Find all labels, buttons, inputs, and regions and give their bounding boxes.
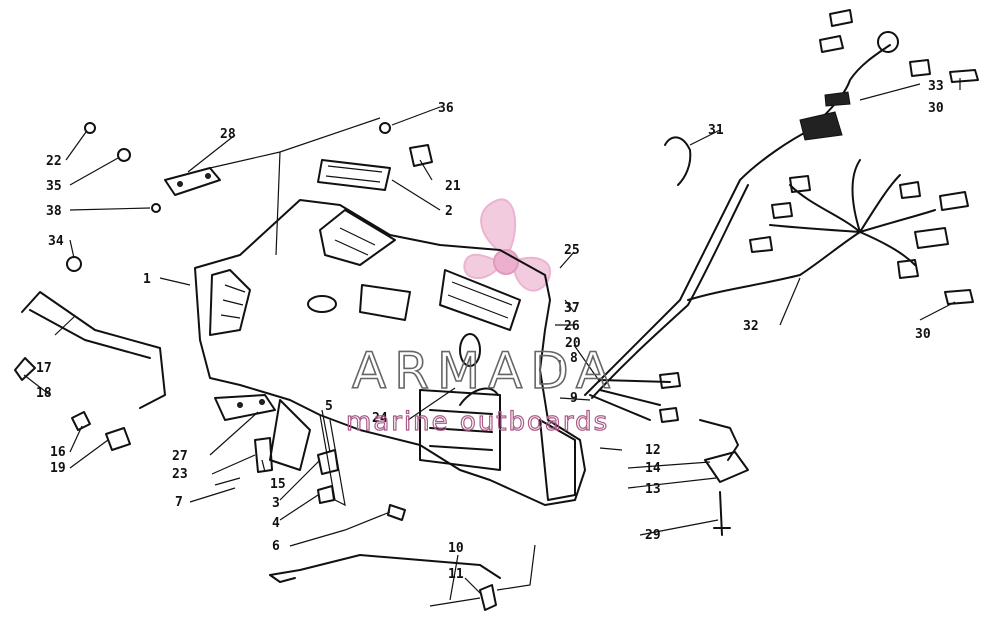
callout-28: 28	[220, 127, 236, 142]
callout-3: 3	[272, 496, 280, 511]
leader-lines	[23, 78, 961, 601]
callout-36: 36	[438, 101, 454, 116]
callout-2: 2	[445, 204, 453, 219]
watermark: ARMADA marine outboards	[345, 341, 618, 437]
callout-12: 12	[645, 443, 661, 458]
callout-32: 32	[743, 319, 759, 334]
callout-25: 25	[564, 243, 580, 258]
callout-27: 27	[172, 449, 188, 464]
callout-31: 31	[708, 123, 724, 138]
callout-6: 6	[272, 539, 280, 554]
callout-1: 1	[143, 272, 151, 287]
watermark-title: ARMADA	[352, 342, 618, 400]
callout-33: 33	[928, 79, 944, 94]
callout-8: 8	[570, 351, 578, 366]
callout-37: 37	[564, 301, 580, 316]
callout-5: 5	[325, 399, 333, 414]
callout-24: 24	[372, 411, 388, 426]
callout-13: 13	[645, 482, 661, 497]
callout-29: 29	[645, 528, 661, 543]
callout-17: 17	[36, 361, 52, 376]
callout-9: 9	[570, 391, 578, 406]
callout-15: 15	[270, 477, 286, 492]
callout-23: 23	[172, 467, 188, 482]
callout-20: 20	[565, 336, 581, 351]
dash-plate	[84, 117, 433, 256]
wiring-harness	[584, 9, 979, 423]
callout-26: 26	[564, 319, 580, 334]
switch-hardware	[269, 449, 536, 611]
callout-21: 21	[445, 179, 461, 194]
callout-30-bottom: 30	[915, 327, 931, 342]
callout-16: 16	[50, 445, 66, 460]
callout-18: 18	[36, 386, 52, 401]
callout-14: 14	[645, 461, 661, 476]
callout-38: 38	[46, 204, 62, 219]
watermark-subtitle: marine outboards	[346, 407, 609, 437]
callout-4: 4	[272, 516, 280, 531]
callout-7: 7	[175, 495, 183, 510]
callout-22: 22	[46, 154, 62, 169]
callout-34: 34	[48, 234, 64, 249]
callout-19: 19	[50, 461, 66, 476]
callout-labels: 1 2 3 4 5 6 7 8 9 10 11 12 13 14 15 16 1…	[36, 79, 944, 582]
control-cable-assembly	[14, 256, 276, 486]
ignition-switch-block	[699, 419, 749, 536]
callout-10: 10	[448, 541, 464, 556]
callout-11: 11	[448, 567, 464, 582]
callout-30-top: 30	[928, 101, 944, 116]
armada-logo	[463, 198, 552, 292]
callout-35: 35	[46, 179, 62, 194]
